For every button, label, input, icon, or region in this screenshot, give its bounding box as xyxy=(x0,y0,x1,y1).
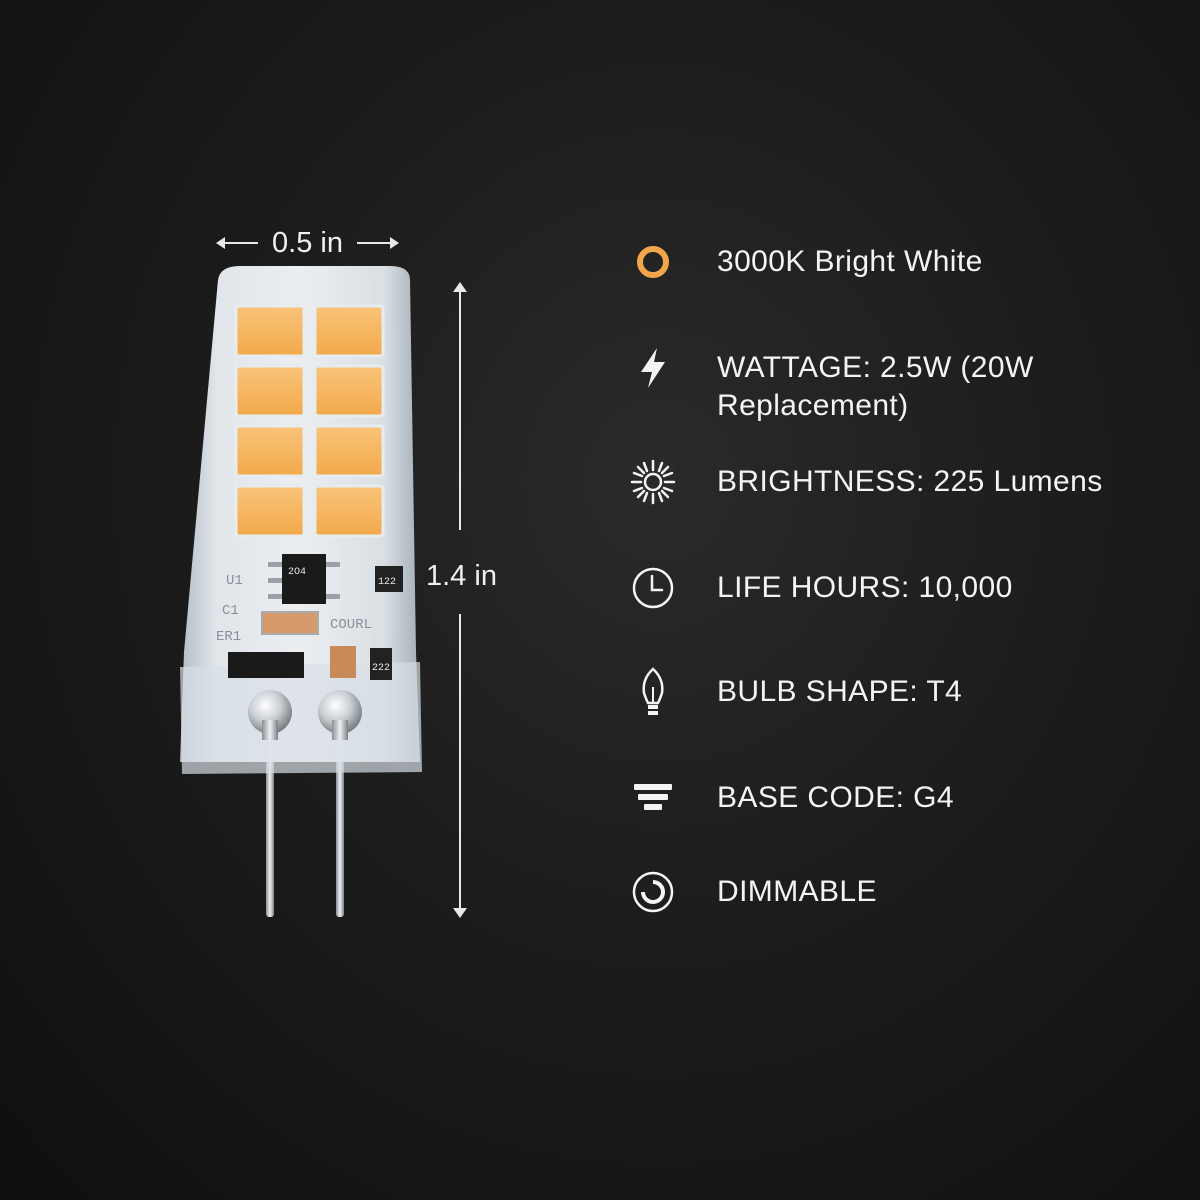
spec-wattage: WATTAGE: 2.5W (20W Replacement) xyxy=(620,341,1180,425)
bulb-icon xyxy=(620,665,686,719)
ring-icon xyxy=(620,235,686,289)
left-arrow-icon xyxy=(216,237,259,249)
spec-dimmable: DIMMABLE xyxy=(620,865,1180,919)
spec-text: DIMMABLE xyxy=(717,875,877,908)
spec-text: WATTAGE: 2.5W (20W Replacement) xyxy=(717,351,1034,422)
spec-bulb-shape: BULB SHAPE: T4 xyxy=(620,665,1180,719)
spec-text: 3000K Bright White xyxy=(717,245,983,278)
pcb-marking-c1: C1 xyxy=(222,603,239,619)
dimmer-icon xyxy=(620,865,686,919)
g4-led-bulb-image: U1 C1 ER1 COURL 122 222 2O4 xyxy=(180,266,422,917)
down-arrow-icon xyxy=(453,908,467,918)
pcb-marking-122: 122 xyxy=(378,577,396,588)
lightning-icon xyxy=(620,341,686,395)
pcb-marking-courl: COURL xyxy=(330,617,372,633)
spec-color-temperature: 3000K Bright White xyxy=(620,235,1180,289)
width-label: 0.5 in xyxy=(272,226,343,259)
spec-text: BULB SHAPE: T4 xyxy=(717,675,963,708)
base-icon xyxy=(620,771,686,825)
width-dimension: 0.5 in xyxy=(200,226,415,260)
sun-icon xyxy=(620,455,686,509)
pcb-marking-u1: U1 xyxy=(226,573,243,589)
spec-text: LIFE HOURS: 10,000 xyxy=(717,571,1013,604)
height-dimension: 1.4 in xyxy=(426,282,497,918)
up-arrow-icon xyxy=(453,282,467,292)
spec-base-code: BASE CODE: G4 xyxy=(620,771,1180,825)
spec-brightness: BRIGHTNESS: 225 Lumens xyxy=(620,455,1180,509)
spec-text: BASE CODE: G4 xyxy=(717,781,954,814)
right-arrow-icon xyxy=(356,237,399,249)
clock-icon xyxy=(620,561,686,615)
spec-life-hours: LIFE HOURS: 10,000 xyxy=(620,561,1180,615)
pcb-marking-er1: ER1 xyxy=(216,629,241,645)
spec-text: BRIGHTNESS: 225 Lumens xyxy=(717,465,1103,498)
pcb-marking-222: 222 xyxy=(372,663,390,674)
height-label: 1.4 in xyxy=(426,560,497,592)
pcb-marking-204: 2O4 xyxy=(288,567,306,578)
